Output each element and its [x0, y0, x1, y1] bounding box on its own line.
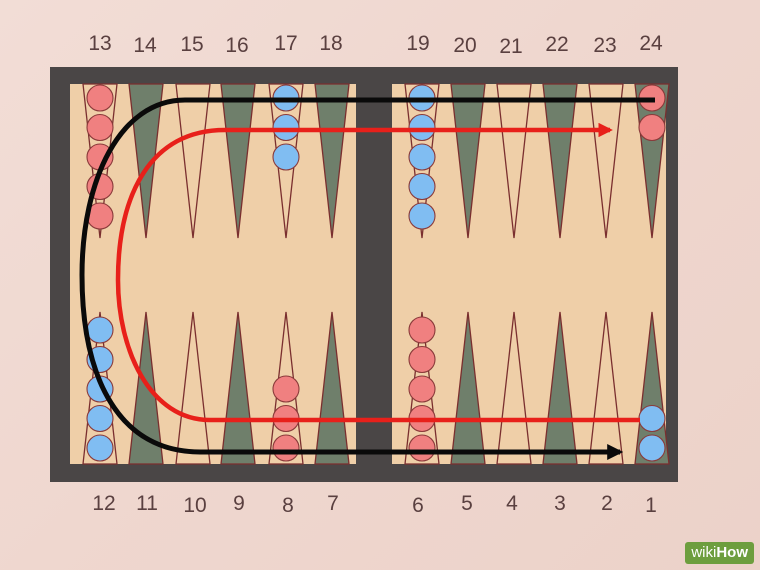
- point-label-14: 14: [133, 34, 157, 57]
- point-9: [220, 311, 256, 465]
- point-label-10: 10: [183, 494, 207, 517]
- point-10: [175, 311, 211, 465]
- right-half-felt: [392, 84, 666, 464]
- checker-red-point-6: [408, 434, 436, 462]
- point-label-4: 4: [506, 492, 518, 515]
- checker-blue-point-12: [86, 434, 114, 462]
- point-label-17: 17: [274, 32, 298, 55]
- point-label-9: 9: [233, 492, 245, 515]
- point-label-7: 7: [327, 492, 339, 515]
- point-label-1: 1: [645, 494, 657, 517]
- point-label-5: 5: [461, 492, 473, 515]
- checker-blue-point-19: [408, 172, 436, 201]
- point-label-12: 12: [92, 492, 116, 515]
- point-11: [128, 311, 164, 465]
- checker-red-point-8: [272, 434, 300, 462]
- point-label-13: 13: [88, 32, 112, 55]
- point-3: [542, 311, 578, 465]
- point-22: [542, 83, 578, 239]
- checker-red-point-6: [408, 375, 436, 403]
- point-label-8: 8: [282, 494, 294, 517]
- logo-text-wiki: wiki: [691, 544, 717, 561]
- point-18: [314, 83, 350, 239]
- point-label-24: 24: [639, 32, 663, 55]
- point-label-18: 18: [319, 32, 343, 55]
- point-16: [220, 83, 256, 239]
- point-label-15: 15: [180, 33, 204, 56]
- black-movement-path: [79, 97, 655, 461]
- checker-blue-point-19: [408, 113, 436, 142]
- wikihow-logo: wikiHow: [685, 542, 754, 564]
- checker-red-point-8: [272, 375, 300, 403]
- point-label-16: 16: [225, 34, 249, 57]
- checker-blue-point-17: [272, 143, 300, 171]
- point-label-19: 19: [406, 32, 430, 55]
- point-label-3: 3: [554, 492, 566, 515]
- checker-red-point-6: [408, 316, 436, 344]
- checker-red-point-13: [86, 84, 114, 112]
- point-21: [496, 83, 532, 239]
- point-label-22: 22: [545, 33, 569, 56]
- point-7: [314, 311, 350, 465]
- checker-blue-point-12: [86, 316, 114, 344]
- checker-red-point-6: [408, 345, 436, 374]
- point-label-21: 21: [499, 35, 523, 58]
- checker-blue-point-1: [638, 434, 666, 462]
- checker-red-point-24: [638, 113, 666, 142]
- checker-red-point-13: [86, 113, 114, 142]
- point-2: [588, 311, 624, 465]
- point-label-11: 11: [136, 492, 158, 515]
- red-movement-path: [115, 122, 640, 423]
- logo-text-how: How: [716, 544, 748, 561]
- checker-blue-point-19: [408, 143, 436, 171]
- checker-blue-point-12: [86, 404, 114, 433]
- point-label-2: 2: [601, 492, 613, 515]
- point-label-23: 23: [593, 34, 617, 57]
- point-label-20: 20: [453, 34, 477, 57]
- point-15: [175, 83, 211, 239]
- checker-blue-point-17: [272, 113, 300, 142]
- point-20: [450, 83, 486, 239]
- point-23: [588, 83, 624, 239]
- point-label-6: 6: [412, 494, 424, 517]
- point-4: [496, 311, 532, 465]
- point-5: [450, 311, 486, 465]
- checker-blue-point-19: [408, 202, 436, 230]
- checker-blue-point-1: [638, 404, 666, 433]
